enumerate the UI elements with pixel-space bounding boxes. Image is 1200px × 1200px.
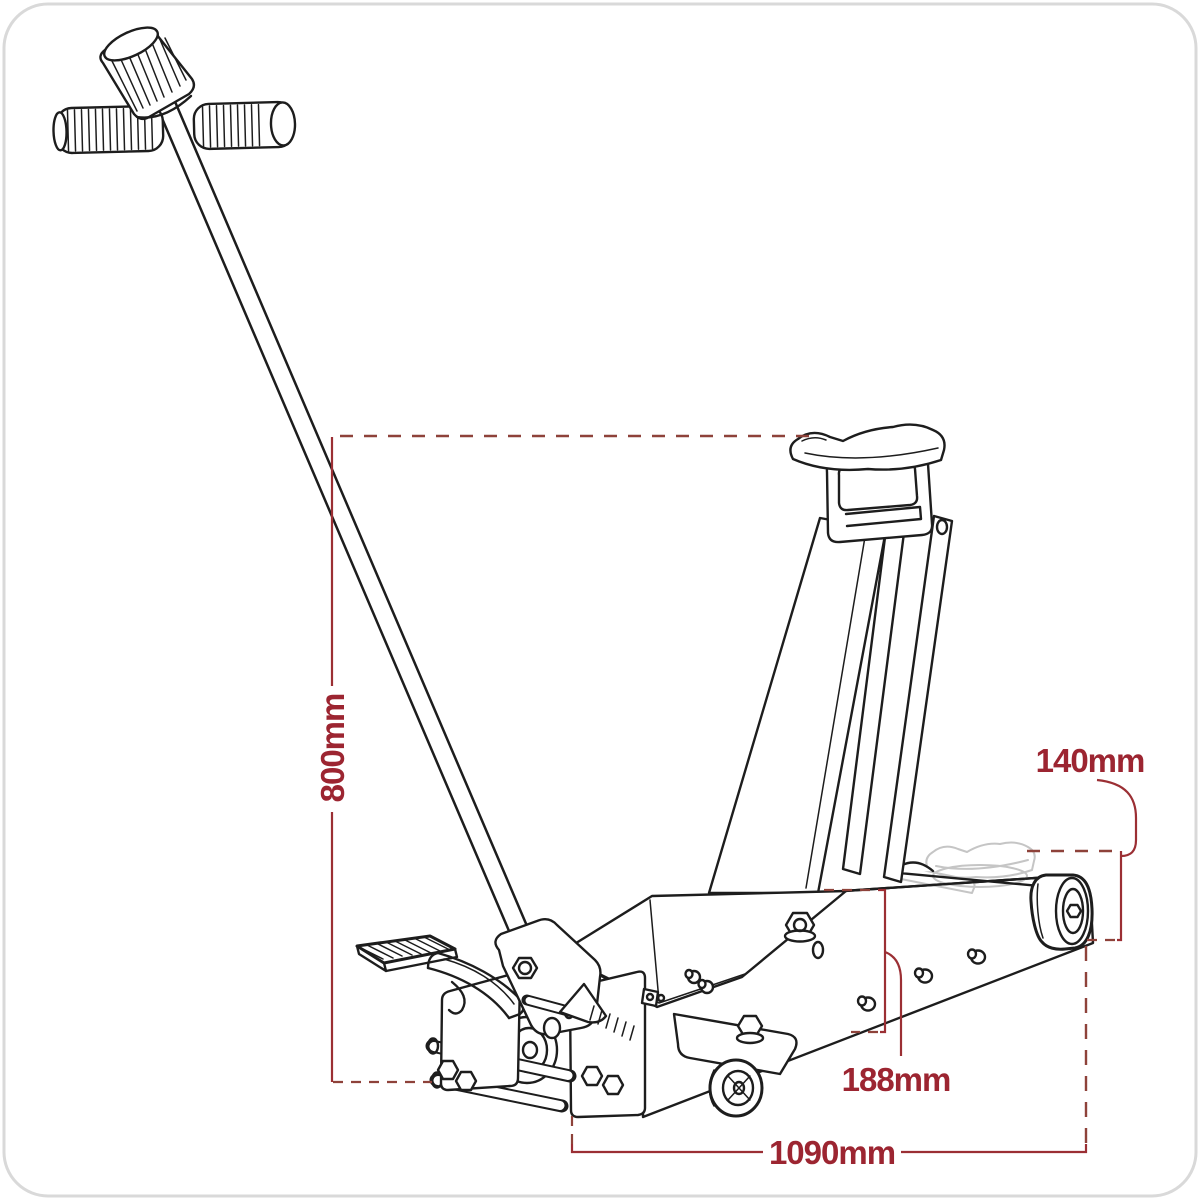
dimensions: 800mm 140mm 188mm 1090mm (314, 434, 1145, 1171)
dimension-1090mm: 1090mm (570, 1116, 1088, 1171)
handle-socket (494, 918, 660, 1041)
foot-pedal (355, 934, 525, 1020)
handle-knob (99, 26, 196, 121)
dimension-800mm: 800mm (314, 434, 813, 1084)
deck-bolts (684, 968, 715, 995)
rear-wheel (1029, 873, 1094, 951)
rear-wheel-hub-nut (1065, 903, 1083, 919)
dimension-188mm-label: 188mm (842, 1061, 951, 1098)
dimension-140mm-label: 140mm (1036, 742, 1145, 779)
socket-bolt (511, 956, 539, 980)
dimension-1090mm-label: 1090mm (769, 1134, 895, 1171)
frame-nuts (436, 1059, 625, 1096)
link-bars (841, 488, 1052, 893)
chassis-hardware (783, 911, 987, 1012)
dimension-188mm: 188mm (824, 888, 951, 1098)
return-spring (589, 1005, 635, 1041)
dimension-140mm: 140mm (1027, 742, 1145, 1146)
side-bolts (856, 948, 987, 1012)
saddle (789, 423, 946, 544)
front-caster (672, 1012, 798, 1118)
jack-illustration (52, 26, 1095, 1119)
dimension-800mm-label: 800mm (314, 694, 351, 803)
handle-grips (52, 100, 297, 155)
pedal-lever (426, 951, 525, 1020)
handle-shaft (149, 79, 548, 984)
